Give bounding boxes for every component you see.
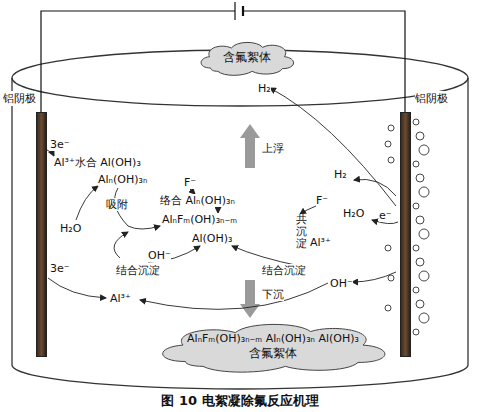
reaction-label: Al(OH)₃ [192,232,233,245]
floc-cloud: 含氟絮体 [195,38,299,78]
float-arrow [240,124,260,168]
floc-cloud: AlₙFₘ(OH)₃ₙ₋ₘ Alₙ(OH)₃ₙ Al(OH)₃含氟絮体 [148,318,398,376]
reaction-label: 3e⁻ [50,262,70,275]
reaction-label: 共沉淀 [296,214,307,250]
beaker [12,50,468,389]
reaction-label: 结合沉淀 [116,264,160,277]
reaction-label: F⁻ [184,176,196,189]
reaction-label: OH⁻ [148,249,171,262]
reaction-label: 结合沉淀 [262,264,306,277]
reaction-label: 络合 Alₙ(OH)₃ₙ [160,194,235,207]
reaction-label: e⁻ [379,209,392,222]
reaction-label: 下沉 [262,288,284,301]
reaction-label: H₂O [60,222,81,235]
reaction-label: H₂O [343,207,364,220]
electrode-label: 铝阴极 [3,91,36,106]
aluminium-electrode: 铝阴极 [400,112,411,357]
electrode-label: 铝阴极 [415,91,448,106]
cloud-label: 含氟絮体 [249,346,297,362]
cloud-text: AlₙFₘ(OH)₃ₙ₋ₘ Alₙ(OH)₃ₙ Al(OH)₃含氟絮体 [148,318,398,376]
reaction-label: 上浮 [262,142,284,155]
reaction-label: OH⁻ [330,277,353,290]
reaction-arrows [47,88,398,309]
sink-arrow [240,280,260,318]
reaction-label: 吸附 [106,198,128,211]
reaction-label: Al³⁺ [310,236,331,249]
cloud-label: 含氟絮体 [223,50,271,66]
reaction-label: AlₙFₘ(OH)₃ₙ₋ₘ [162,213,237,226]
reaction-label: Al³⁺水合 Al(OH)₃ [54,156,141,169]
cloud-label: AlₙFₘ(OH)₃ₙ₋ₘ Alₙ(OH)₃ₙ Al(OH)₃ [187,332,359,346]
cloud-text: 含氟絮体 [195,38,299,78]
reaction-label: Alₙ(OH)₃ₙ [98,173,147,186]
reaction-label: F⁻ [316,194,328,207]
caption: 图 10 电絮凝除氟反应机理 [0,392,480,410]
reaction-label: H₂ [334,168,347,181]
reaction-label: H₂ [258,82,271,95]
power-supply [41,2,405,112]
reaction-label: 3e⁻ [50,138,70,151]
reaction-label: Al³⁺ [110,292,131,305]
aluminium-electrode: 铝阴极 [36,112,47,357]
